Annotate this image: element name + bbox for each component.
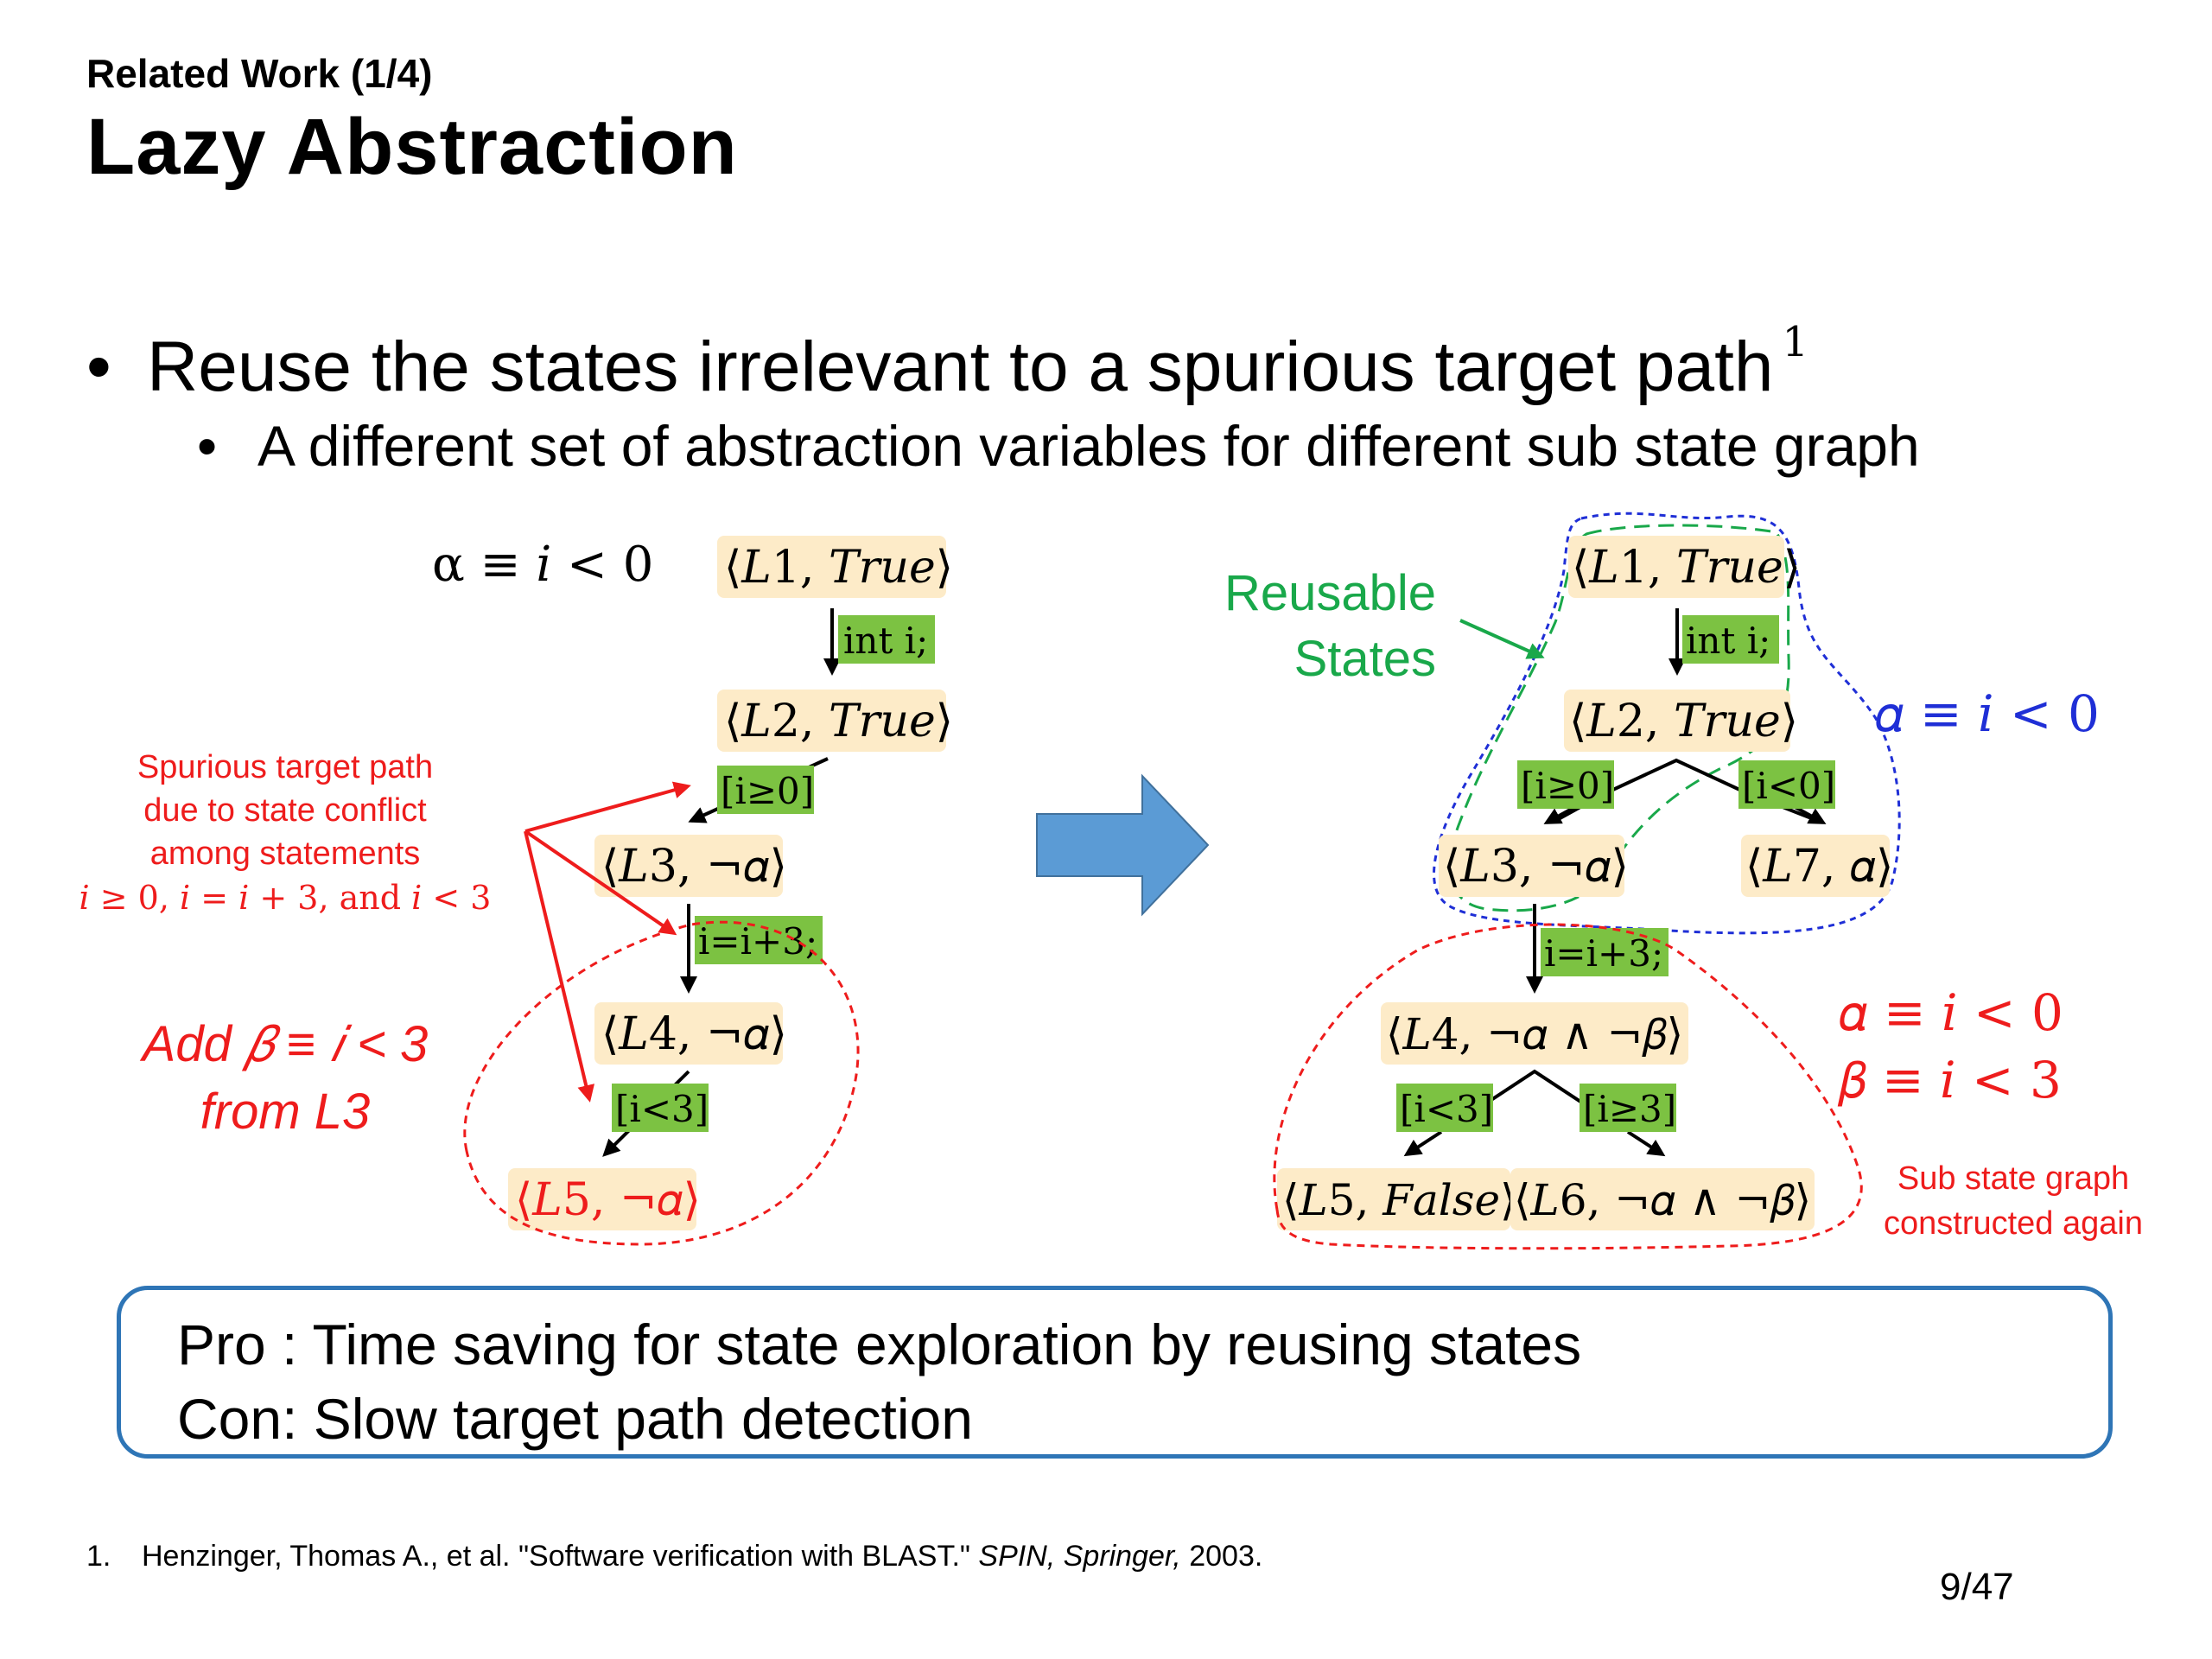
- right-node-l2: ⟨𝐿2, 𝑇𝑟𝑢𝑒⟩: [1564, 690, 1798, 752]
- svg-text:Reusable: Reusable: [1224, 565, 1436, 621]
- svg-text:Add 𝛽 ≡ 𝑖 < 3: Add 𝛽 ≡ 𝑖 < 3: [140, 1016, 429, 1072]
- sub-state-graph-note: Sub state graph constructed again: [1884, 1160, 2143, 1242]
- right-edge-ilt0: [i<0]: [1738, 760, 1835, 809]
- svg-text:⟨𝐿6, ¬𝛼 ∧ ¬𝛽⟩: ⟨𝐿6, ¬𝛼 ∧ ¬𝛽⟩: [1514, 1175, 1811, 1225]
- right-arrow-4a: [1403, 1130, 1443, 1157]
- right-edge-ilt3: [i<3]: [1396, 1084, 1493, 1132]
- left-edge-ige0: [i≥0]: [717, 766, 814, 814]
- transform-arrow-icon: [1036, 773, 1210, 917]
- footnote-text: Henzinger, Thomas A., et al. "Software v…: [142, 1540, 970, 1573]
- right-red-definitions: 𝛼 ≡ 𝑖 < 0 𝛽 ≡ 𝑖 < 3: [1837, 983, 2063, 1109]
- svg-text:int i;: int i;: [1686, 620, 1770, 662]
- svg-text:⟨𝐿2, 𝑇𝑟𝑢𝑒⟩: ⟨𝐿2, 𝑇𝑟𝑢𝑒⟩: [724, 696, 953, 747]
- svg-text:constructed again: constructed again: [1884, 1205, 2143, 1242]
- svg-text:int i;: int i;: [843, 620, 928, 662]
- footnote-venue: SPIN, Springer,: [978, 1540, 1181, 1573]
- svg-text:Sub state graph: Sub state graph: [1897, 1160, 2129, 1197]
- pro-text: Pro : Time saving for state exploration …: [177, 1313, 1582, 1376]
- left-red-region: [463, 920, 860, 1246]
- svg-text:⟨𝐿5, ¬𝛼⟩: ⟨𝐿5, ¬𝛼⟩: [515, 1174, 701, 1226]
- svg-text:⟨𝐿5, 𝐹𝑎𝑙𝑠𝑒⟩: ⟨𝐿5, 𝐹𝑎𝑙𝑠𝑒⟩: [1282, 1175, 1517, 1225]
- red-pointer-3: [524, 830, 595, 1103]
- right-arrow-4b: [1626, 1130, 1666, 1157]
- left-edge-iplus3: i=i+3;: [695, 916, 823, 964]
- left-alpha-definition: α ≡ 𝑖 < 0: [432, 537, 653, 593]
- svg-text:⟨𝐿1, 𝑇𝑟𝑢𝑒⟩: ⟨𝐿1, 𝑇𝑟𝑢𝑒⟩: [724, 542, 953, 594]
- right-node-l3: ⟨𝐿3, ¬𝛼⟩: [1439, 835, 1629, 897]
- spurious-target-note: Spurious target path due to state confli…: [79, 749, 492, 917]
- right-node-l5: ⟨𝐿5, 𝐹𝑎𝑙𝑠𝑒⟩: [1277, 1168, 1517, 1230]
- right-edge-int: int i;: [1682, 615, 1779, 664]
- svg-text:𝛼 ≡ 𝑖 < 0: 𝛼 ≡ 𝑖 < 0: [1839, 983, 2063, 1042]
- left-edge-ilt3: [i<3]: [612, 1084, 709, 1132]
- right-edge-ige3: [i≥3]: [1580, 1084, 1676, 1132]
- left-node-l1: ⟨𝐿1, 𝑇𝑟𝑢𝑒⟩: [717, 536, 953, 598]
- svg-text:[i<3]: [i<3]: [1400, 1088, 1493, 1130]
- right-alpha-definition: 𝛼 ≡ 𝑖 < 0: [1875, 684, 2100, 743]
- right-node-l1: ⟨𝐿1, 𝑇𝑟𝑢𝑒⟩: [1568, 536, 1801, 598]
- bullet-main: • Reuse the states irrelevant to a spurio…: [86, 318, 1808, 408]
- add-beta-note: Add 𝛽 ≡ 𝑖 < 3 from L3: [140, 1016, 429, 1140]
- right-node-l7: ⟨𝐿7, 𝛼⟩: [1741, 835, 1893, 897]
- svg-text:[i<3]: [i<3]: [615, 1088, 709, 1130]
- con-text: Con: Slow target path detection: [177, 1387, 973, 1451]
- blue-dashed-region: [1433, 512, 1901, 935]
- svg-text:⟨𝐿2, 𝑇𝑟𝑢𝑒⟩: ⟨𝐿2, 𝑇𝑟𝑢𝑒⟩: [1569, 696, 1798, 747]
- svg-text:Spurious target path: Spurious target path: [137, 749, 433, 785]
- bullet-main-text: Reuse the states irrelevant to a spuriou…: [147, 327, 1774, 406]
- svg-text:[i≥0]: [i≥0]: [1521, 765, 1614, 807]
- svg-text:⟨𝐿7, 𝛼⟩: ⟨𝐿7, 𝛼⟩: [1745, 841, 1893, 893]
- footnote-number: 1.: [86, 1540, 111, 1573]
- bullet-sub-text: A different set of abstraction variables…: [257, 414, 1920, 478]
- svg-text:[i≥0]: [i≥0]: [721, 770, 814, 812]
- slide-subtitle: Related Work (1/4): [86, 51, 433, 96]
- svg-text:i=i+3;: i=i+3;: [698, 920, 817, 963]
- right-node-l6: ⟨𝐿6, ¬𝛼 ∧ ¬𝛽⟩: [1510, 1168, 1815, 1230]
- svg-text:among statements: among statements: [150, 836, 421, 872]
- svg-text:⟨𝐿3, ¬𝛼⟩: ⟨𝐿3, ¬𝛼⟩: [1443, 841, 1629, 893]
- right-red-region: [1273, 923, 1863, 1250]
- svg-text:from L3: from L3: [200, 1084, 371, 1140]
- right-edge-iplus3: i=i+3;: [1541, 928, 1669, 976]
- svg-text:[i≥3]: [i≥3]: [1583, 1088, 1676, 1130]
- bullet-sub: • A different set of abstraction variable…: [197, 413, 1920, 479]
- right-edge-ige0: [i≥0]: [1517, 760, 1614, 809]
- right-node-l4: ⟨𝐿4, ¬𝛼 ∧ ¬𝛽⟩: [1381, 1002, 1688, 1065]
- svg-text:States: States: [1294, 631, 1436, 687]
- svg-text:𝛽 ≡ 𝑖 < 3: 𝛽 ≡ 𝑖 < 3: [1837, 1051, 2062, 1109]
- slide-title: Lazy Abstraction: [86, 103, 738, 191]
- left-node-l4: ⟨𝐿4, ¬𝛼⟩: [594, 1002, 787, 1065]
- footnote-year: 2003.: [1189, 1540, 1263, 1573]
- svg-text:⟨𝐿3, ¬𝛼⟩: ⟨𝐿3, ¬𝛼⟩: [601, 841, 787, 893]
- left-node-l3: ⟨𝐿3, ¬𝛼⟩: [594, 835, 787, 897]
- footnote: 1. Henzinger, Thomas A., et al. "Software…: [86, 1540, 1262, 1573]
- left-node-l5: ⟨𝐿5, ¬𝛼⟩: [508, 1168, 701, 1230]
- left-edge-int: int i;: [838, 615, 935, 664]
- svg-text:[i<0]: [i<0]: [1742, 765, 1835, 807]
- reusable-pointer: [1459, 619, 1545, 659]
- bullet-dot: •: [197, 414, 218, 478]
- svg-text:⟨𝐿1, 𝑇𝑟𝑢𝑒⟩: ⟨𝐿1, 𝑇𝑟𝑢𝑒⟩: [1572, 542, 1801, 594]
- svg-text:⟨𝐿4, ¬𝛼⟩: ⟨𝐿4, ¬𝛼⟩: [601, 1008, 787, 1060]
- page-number: 9/47: [1940, 1566, 2014, 1608]
- red-pointer-1: [524, 781, 691, 833]
- footnote-ref: 1: [1782, 318, 1809, 366]
- svg-text:𝑖 ≥ 0, 𝑖 = 𝑖 + 3, and 𝑖 <: 𝑖 ≥ 0, 𝑖 = 𝑖 + 3, and 𝑖 < 3: [79, 879, 492, 917]
- red-pointer-2: [524, 830, 677, 936]
- svg-text:due to state conflict: due to state conflict: [143, 792, 427, 829]
- bullet-dot: •: [86, 327, 111, 406]
- svg-text:i=i+3;: i=i+3;: [1544, 932, 1663, 975]
- reusable-states-label: Reusable States: [1224, 565, 1436, 687]
- left-node-l2: ⟨𝐿2, 𝑇𝑟𝑢𝑒⟩: [717, 690, 953, 752]
- pro-con-box: [117, 1286, 2113, 1459]
- svg-text:⟨𝐿4, ¬𝛼 ∧ ¬𝛽⟩: ⟨𝐿4, ¬𝛼 ∧ ¬𝛽⟩: [1386, 1009, 1683, 1059]
